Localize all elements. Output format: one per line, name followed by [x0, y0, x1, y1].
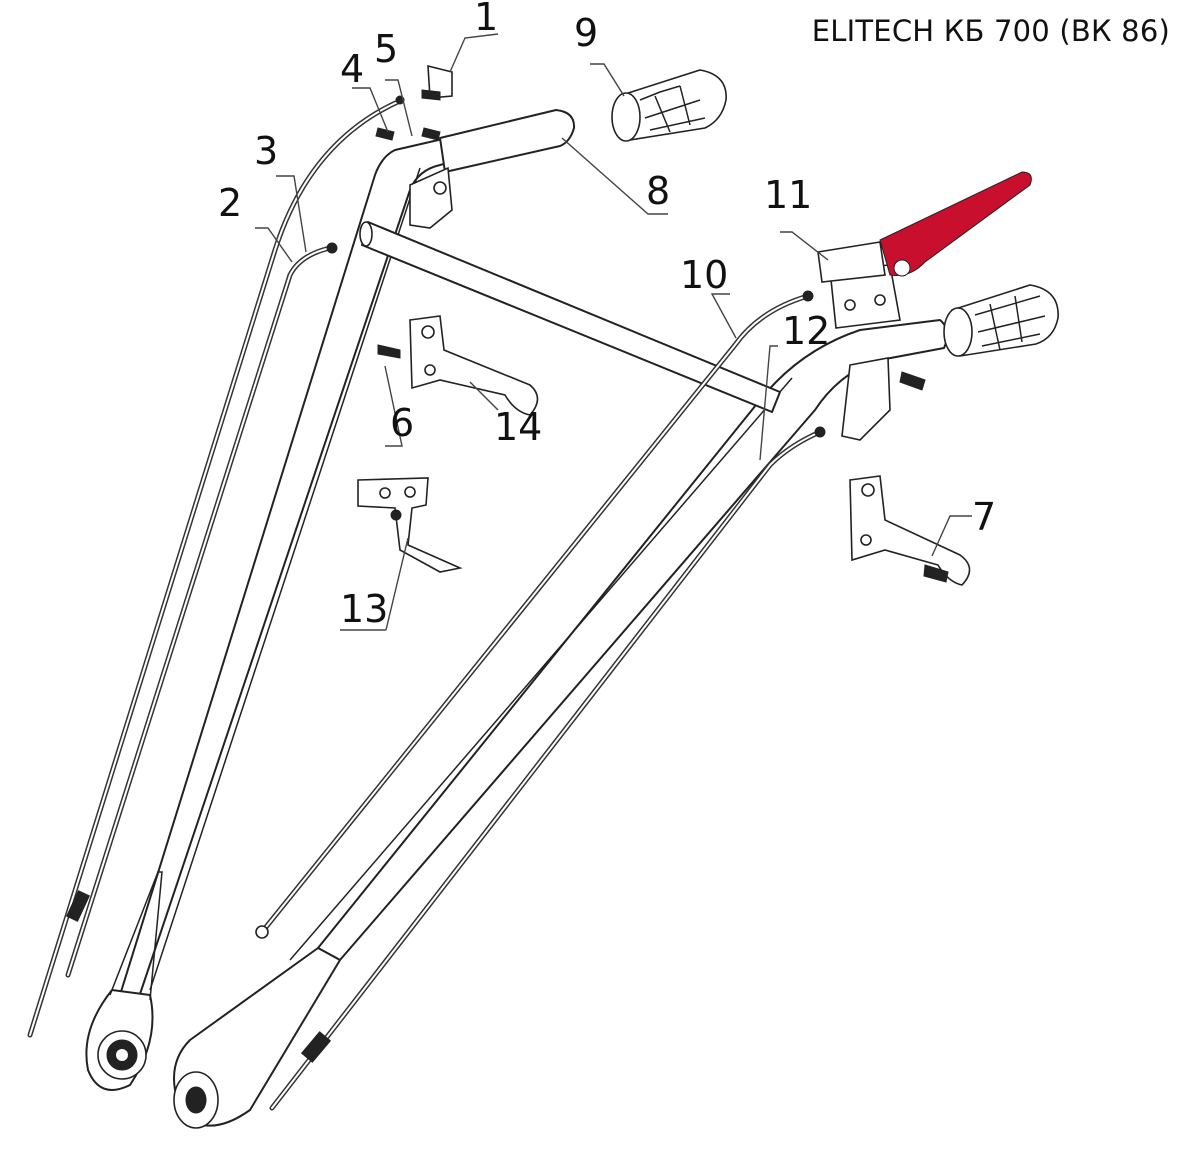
- callout-9: 9: [574, 11, 598, 55]
- diagram-title: ELITECH КБ 700 (ВК 86): [811, 14, 1170, 48]
- callout-6: 6: [390, 401, 414, 445]
- callout-4: 4: [340, 47, 364, 91]
- clutch-lever-assembly: [817, 171, 1032, 329]
- callout-11: 11: [764, 173, 812, 217]
- callout-2: 2: [218, 181, 242, 225]
- top-handle-tube: [439, 109, 576, 173]
- cross-bar: [359, 221, 781, 413]
- callout-3: 3: [254, 129, 278, 173]
- hardware-1-4-5: [326, 64, 826, 438]
- callout-1: 1: [474, 0, 498, 39]
- left-bracket: [409, 166, 453, 229]
- cables: [27, 97, 823, 1111]
- lever-7: [849, 475, 971, 586]
- callout-13: 13: [340, 587, 388, 631]
- leader-lines: [255, 33, 972, 631]
- callout-14: 14: [494, 405, 542, 449]
- right-grip: [943, 284, 1059, 357]
- lever-14: [377, 315, 539, 416]
- callout-8: 8: [646, 169, 670, 213]
- callout-12: 12: [782, 309, 830, 353]
- right-bracket: [841, 357, 926, 441]
- callout-7: 7: [972, 495, 996, 539]
- callout-10: 10: [680, 253, 728, 297]
- callout-5: 5: [374, 27, 398, 71]
- callout-labels: 1 2 3 4 5 6 7 8 9 10 11 12 13 14: [218, 0, 996, 631]
- plate-13: [357, 477, 463, 573]
- left-grip: [611, 69, 727, 142]
- right-handle-arm: [173, 319, 949, 1129]
